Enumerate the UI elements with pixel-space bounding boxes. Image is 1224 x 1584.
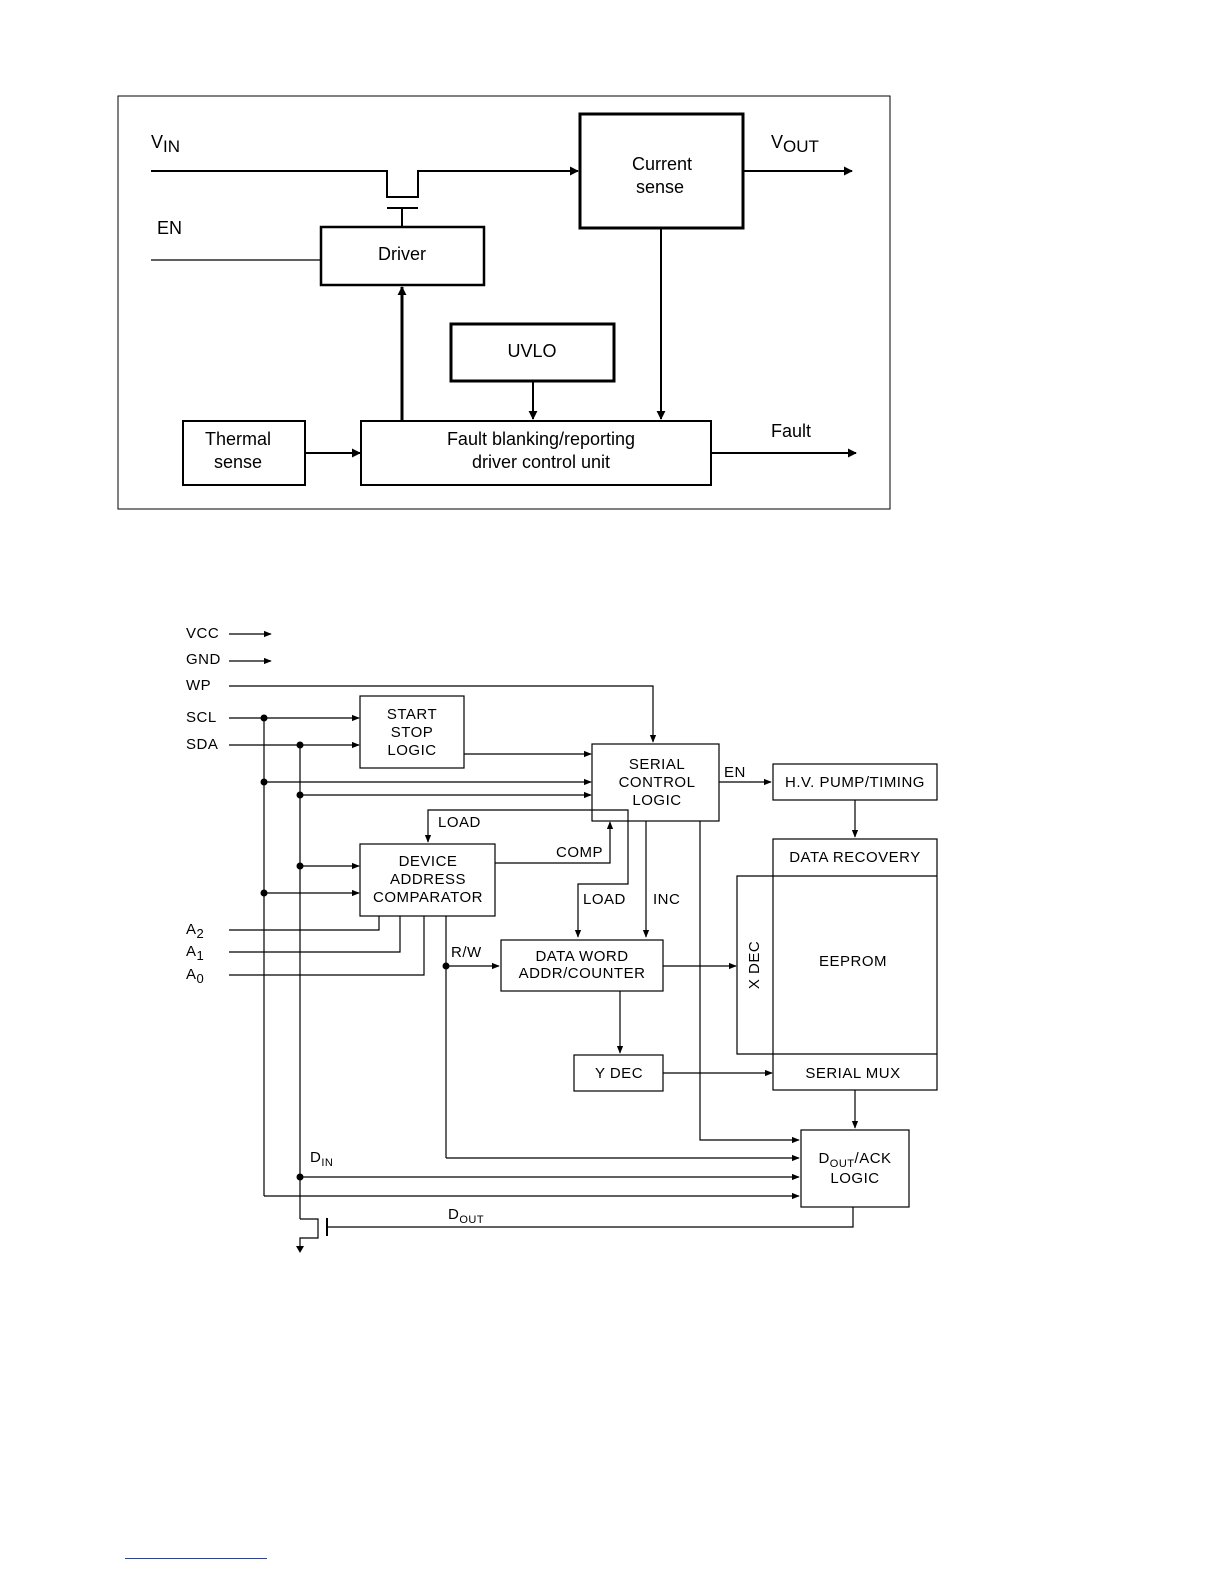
pin-gnd-label: GND [186,651,221,668]
dout-signal-label: DOUT [448,1206,484,1226]
pin-sda-label: SDA [186,736,218,753]
pin-vcc-label: VCC [186,625,219,642]
sda-node [296,741,304,749]
a0-line [229,916,425,976]
rw-signal-label: R/W [451,944,482,961]
pin-scl-label: SCL [186,709,217,726]
load-to-data-word [574,821,629,938]
dout-ack-label-1: DOUT/ACK [818,1150,891,1170]
comparator-label-1: DEVICE [399,853,458,870]
power-switch-block-diagram: VIN Current sense VOUT EN Driver UVLO Th… [117,95,891,510]
pin-wp-label: WP [186,677,211,694]
driver-label: Driver [378,244,426,264]
scl-node [260,714,268,722]
fault-unit-label-1: Fault blanking/reporting [447,429,635,449]
x-dec-label: X DEC [746,941,763,989]
dout-ack-label-2: LOGIC [830,1170,879,1187]
output-transistor [299,1218,319,1250]
vout-label: VOUT [771,132,819,156]
x-dec-block [736,875,773,1055]
start-stop-label-3: LOGIC [387,742,436,759]
y-dec-label: Y DEC [595,1065,643,1082]
uvlo-label: UVLO [507,341,556,361]
thermal-sense-label-1: Thermal [205,429,271,449]
en-label: EN [157,218,182,238]
start-stop-logic-block [359,695,465,769]
fault-unit-label-2: driver control unit [472,452,610,472]
eeprom-block-diagram: VCC GND WP SCL SDA START STOP LOGIC S [186,625,938,1253]
fault-label: Fault [771,421,811,441]
inc-signal-label: INC [653,891,680,908]
vin-line [151,166,579,198]
a1-line [229,916,401,953]
serial-mux-label: SERIAL MUX [805,1065,900,1082]
start-stop-label-2: STOP [391,724,434,741]
footer-rule [125,1558,267,1559]
load-signal-label-1: LOAD [438,814,481,831]
comp-to-control [495,821,614,864]
dout-ack-logic-block [800,1129,910,1208]
load-to-comparator [424,809,629,843]
current-sense-label-1: Current [632,154,692,174]
thermal-sense-label-2: sense [214,452,262,472]
pin-a1-label: A1 [186,943,204,963]
din-signal-label: DIN [310,1149,333,1169]
start-stop-label-1: START [387,706,437,723]
data-recovery-label: DATA RECOVERY [789,849,921,866]
diagram1-frame [117,95,891,510]
current-sense-label-2: sense [636,177,684,197]
comp-signal-label: COMP [556,844,603,861]
comparator-label-3: COMPARATOR [373,889,483,906]
ground-arrow [296,1246,304,1253]
a2-line [229,916,380,931]
data-word-label-2: ADDR/COUNTER [519,965,646,982]
data-word-label-1: DATA WORD [535,948,628,965]
driver-block [319,225,486,287]
hv-pump-label: H.V. PUMP/TIMING [785,774,925,791]
serial-control-label-2: CONTROL [619,774,696,791]
load-signal-label-2: LOAD [583,891,626,908]
en-signal-label: EN [724,764,746,781]
control-to-dout [699,821,800,1144]
dout-line [327,1207,854,1228]
wp-line [229,685,657,743]
vin-label: VIN [151,132,180,156]
serial-control-label-3: LOGIC [632,792,681,809]
pin-a0-label: A0 [186,966,204,986]
comparator-label-2: ADDRESS [390,871,466,888]
device-address-comparator-block [359,843,496,917]
eeprom-label: EEPROM [819,953,887,970]
pin-a2-label: A2 [186,921,204,941]
serial-control-label-1: SERIAL [629,756,685,773]
